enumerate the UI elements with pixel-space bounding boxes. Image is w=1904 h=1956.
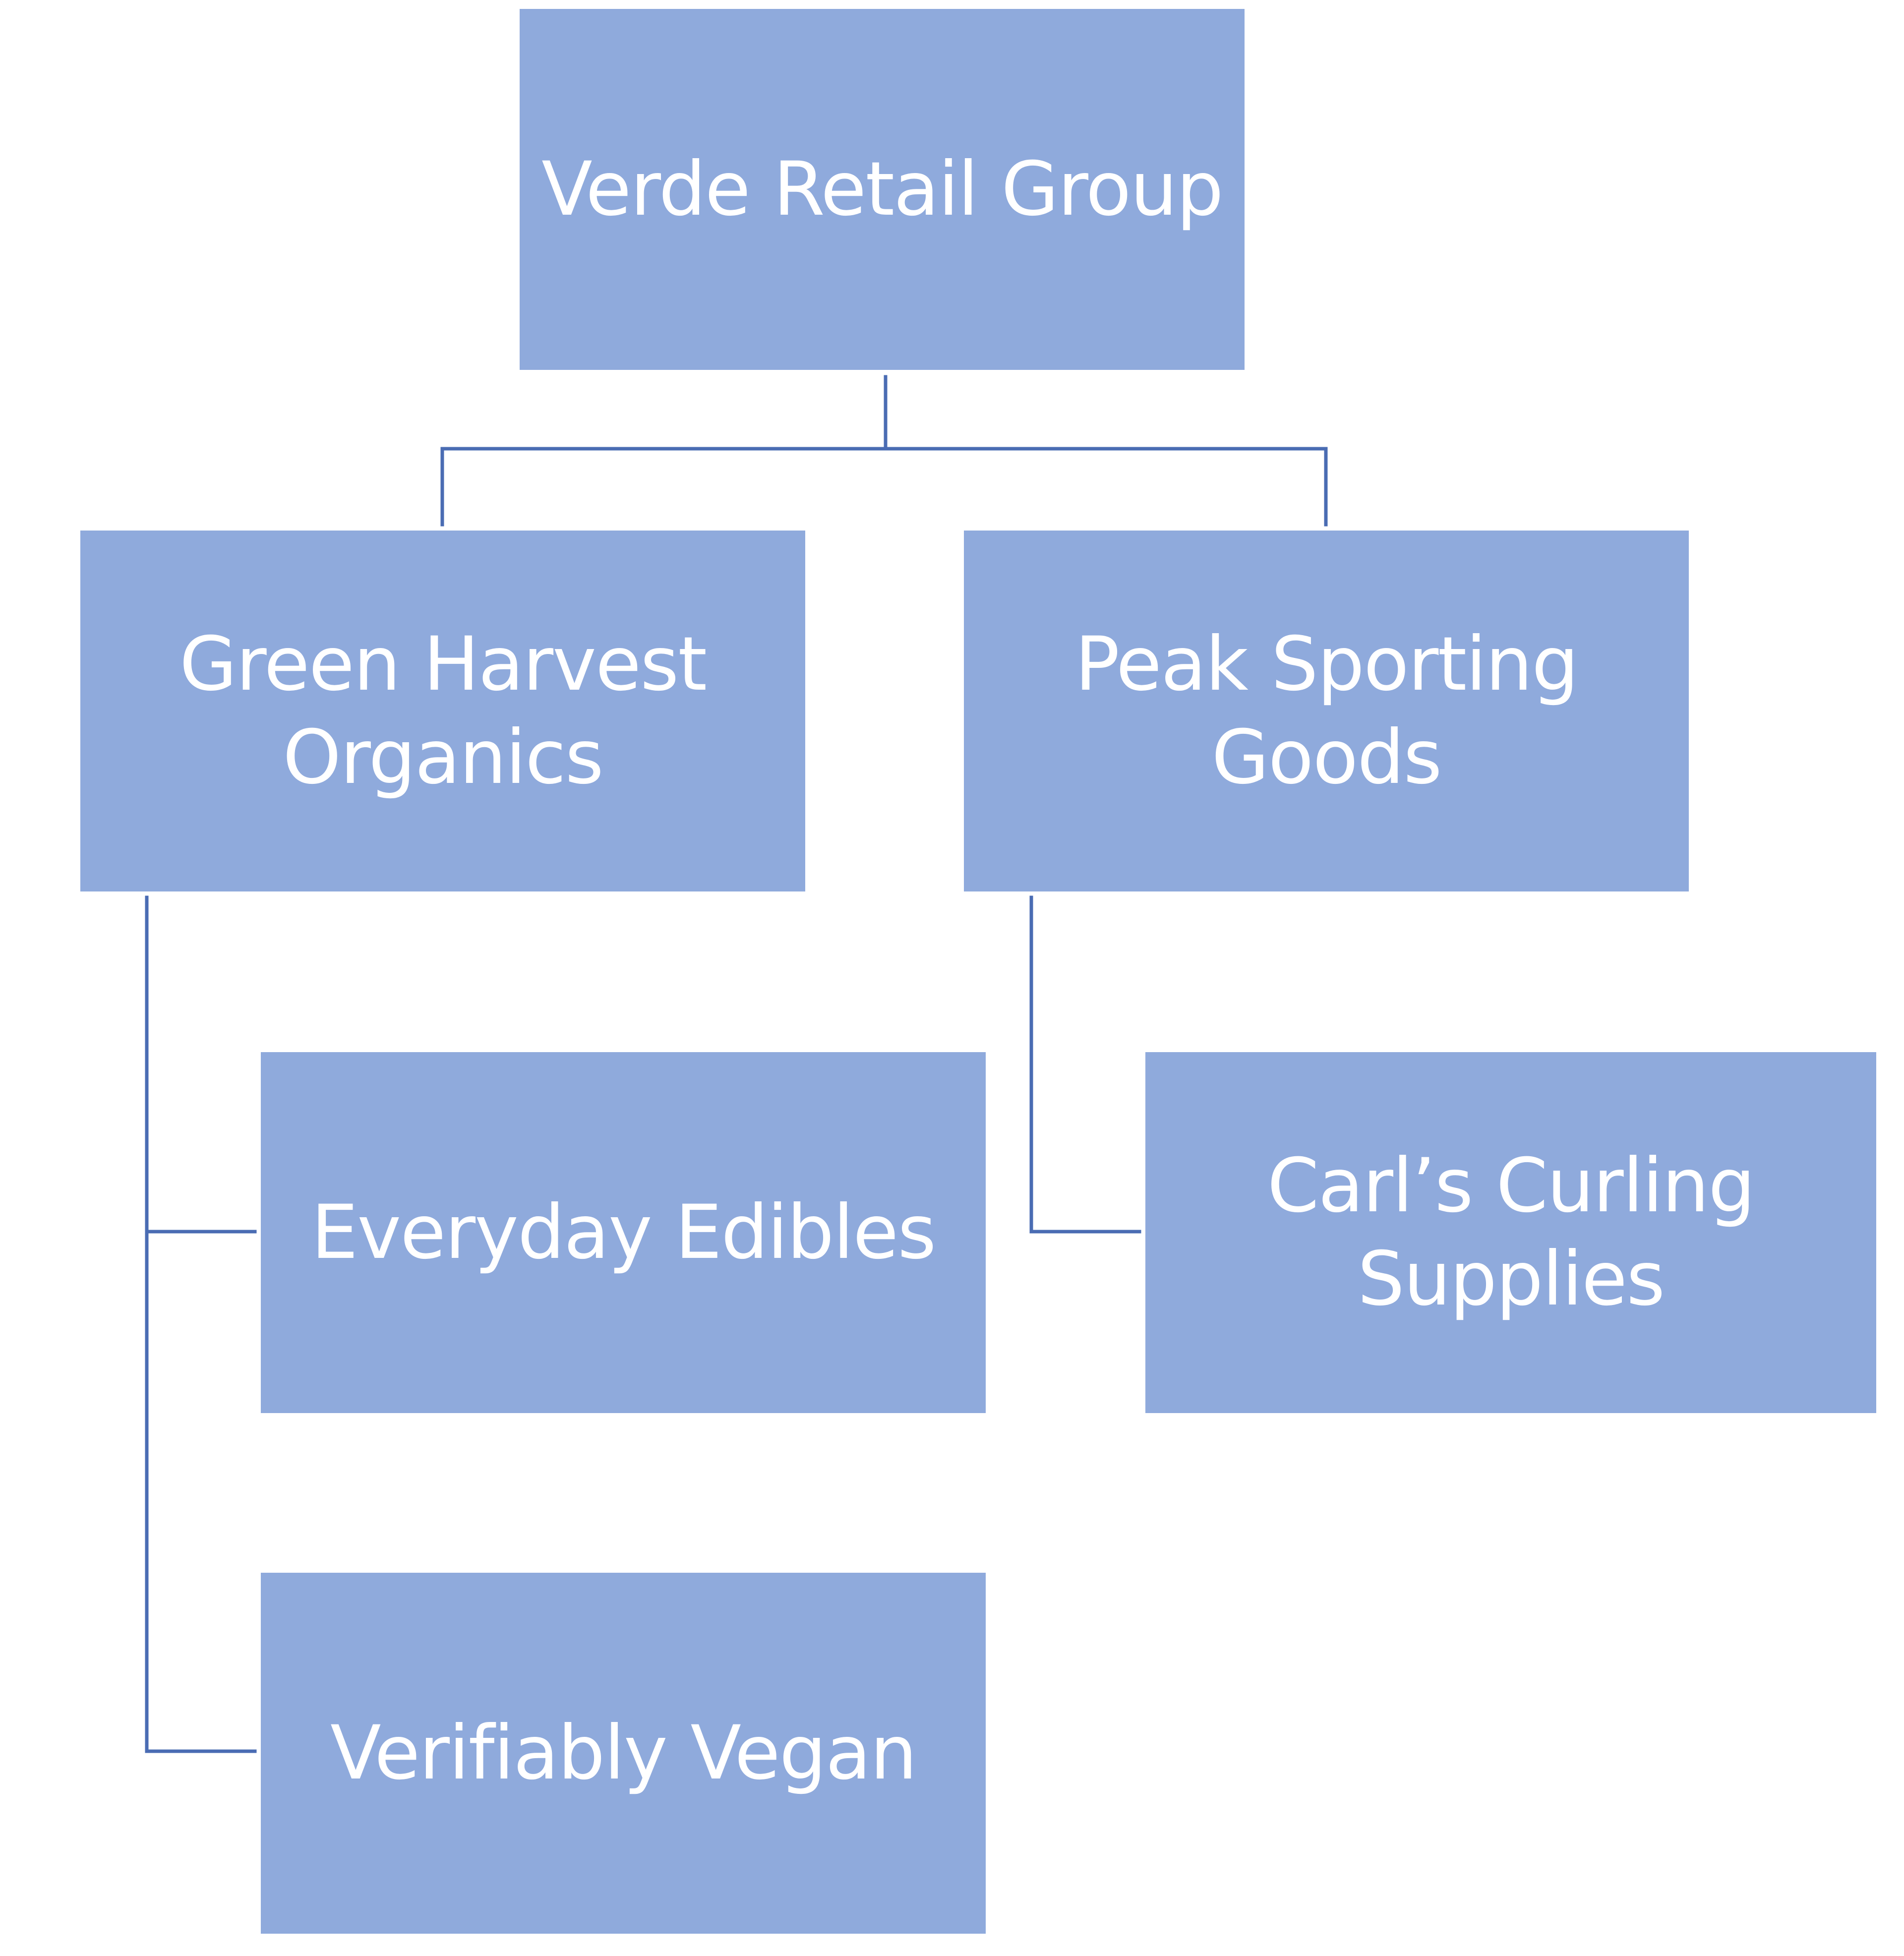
org-node-everyday-edibles: Everyday Edibles — [261, 1052, 986, 1413]
connector-group — [145, 375, 1328, 1753]
node-label: Everyday Edibles — [311, 1189, 937, 1276]
org-node-peak-sporting-goods: Peak Sporting Goods — [964, 531, 1689, 891]
org-node-green-harvest-organics: Green Harvest Organics — [80, 531, 805, 891]
org-node-carls-curling-supplies: Carl’s Curling Supplies — [1145, 1052, 1876, 1413]
node-label: Verde Retail Group — [541, 146, 1224, 233]
org-node-verifiably-vegan: Verifiably Vegan — [261, 1573, 986, 1934]
node-label: Peak Sporting Goods — [1074, 621, 1579, 801]
node-label: Carl’s Curling Supplies — [1267, 1143, 1756, 1322]
org-node-verde-retail-group: Verde Retail Group — [520, 9, 1245, 370]
node-label: Verifiably Vegan — [330, 1710, 917, 1796]
node-label: Green Harvest Organics — [179, 621, 707, 801]
